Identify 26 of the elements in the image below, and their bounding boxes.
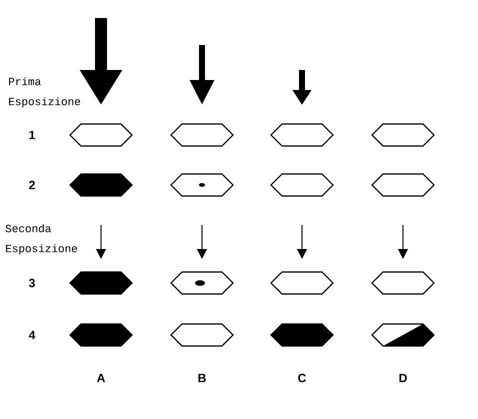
hexagon-shape — [270, 123, 334, 147]
row-number: 4 — [28, 330, 36, 340]
row-number: 2 — [29, 180, 35, 190]
hexagon-shape — [69, 323, 133, 347]
column-letter: B — [198, 374, 206, 382]
hexagon-shape — [270, 173, 334, 197]
hexagon-shape — [170, 271, 234, 295]
row-number: 1 — [29, 130, 35, 140]
column-letter: A — [96, 374, 106, 382]
column-letter: C — [298, 374, 306, 382]
hexagon-shape — [270, 323, 334, 347]
hexagon-shape — [371, 323, 435, 347]
hexagon-shape — [69, 173, 133, 197]
hexagon-shape — [69, 271, 133, 295]
hexagon-shape — [270, 271, 334, 295]
exposure-label: Prima Esposizione — [9, 77, 80, 108]
hexagon-shape — [371, 173, 435, 197]
exposure-label: Seconda Esposizione — [6, 224, 78, 254]
column-letter: D — [399, 374, 407, 382]
hexagon-shape — [371, 271, 435, 295]
hexagon-shape — [371, 123, 435, 147]
hexagon-shape — [170, 173, 234, 197]
hexagon-shape — [69, 123, 133, 147]
hexagon-shape — [170, 323, 234, 347]
row-number: 3 — [28, 278, 35, 288]
hexagon-shape — [170, 123, 234, 147]
